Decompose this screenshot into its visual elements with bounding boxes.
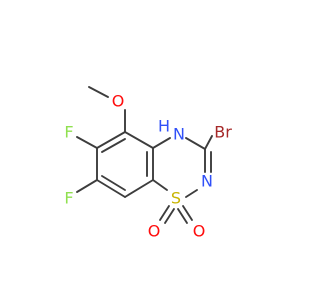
bond-c8a-c8: [124, 179, 154, 198]
atom-oxygen-methoxy: O: [112, 92, 125, 111]
atom-hydrogen-nh: H: [158, 117, 170, 136]
atom-labels: O N H Br N S O O F F: [64, 92, 232, 241]
bond-c6-f: [76, 136, 98, 149]
bond-c8-c7: [96, 179, 126, 198]
bond-c4a-n4: [152, 137, 171, 149]
bond-s-o-left-b: [164, 208, 175, 224]
bonds: [76, 86, 213, 224]
bond-methyl-o: [88, 86, 109, 98]
molecule-structure: O N H Br N S O O F F: [64, 86, 232, 241]
bond-c7-f: [76, 179, 98, 193]
bond-c3-br: [204, 135, 213, 150]
bond-s-o-left-a: [159, 205, 170, 221]
bond-n4-c3: [185, 137, 206, 150]
bond-s-c8a: [152, 179, 168, 191]
atom-fluorine-top: F: [64, 123, 73, 142]
bond-n2-s: [185, 189, 198, 198]
bond-c6-c5-inner: [101, 138, 126, 153]
atom-oxygen-sulfonyl-left: O: [148, 222, 161, 241]
bond-c8-c7-inner: [101, 175, 126, 191]
atom-fluorine-bottom: F: [64, 189, 73, 208]
atom-bromine: Br: [214, 123, 232, 142]
bond-c6-c5: [96, 131, 126, 149]
bond-s-o-right-b: [177, 208, 188, 224]
atom-oxygen-sulfonyl-right: O: [193, 222, 206, 241]
atom-sulfur: S: [171, 189, 181, 208]
bond-s-o-right-a: [182, 205, 193, 221]
bond-c5-c4a: [124, 131, 154, 149]
atom-nitrogen-nh: N: [173, 125, 185, 144]
atom-nitrogen-ring: N: [201, 172, 213, 191]
